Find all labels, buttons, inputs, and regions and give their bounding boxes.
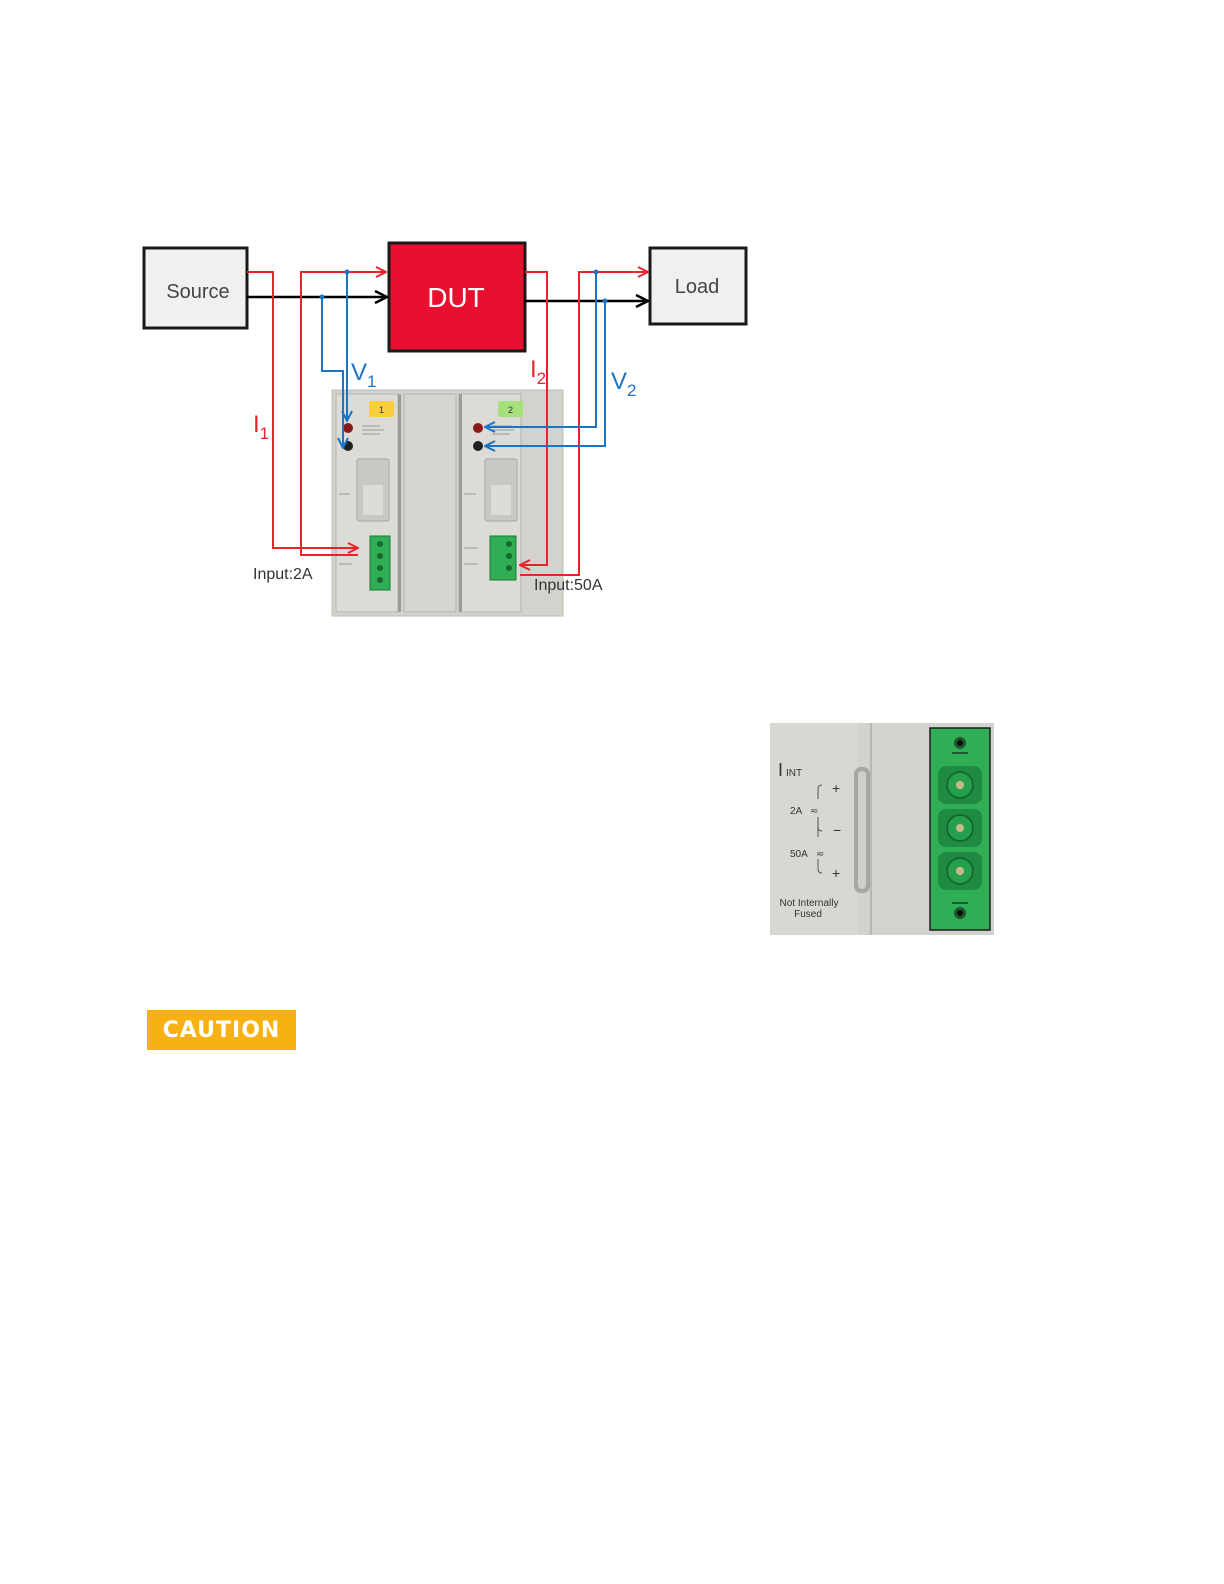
- terminal-screw-3: [938, 852, 982, 890]
- v1-label: V1: [351, 359, 376, 391]
- source-label: Source: [166, 281, 229, 303]
- v2-label: V2: [611, 368, 636, 400]
- terminal-block: [930, 728, 990, 930]
- terminal-screw-2: [938, 809, 982, 847]
- dut-block: DUT: [389, 243, 525, 351]
- channel-2-label: 2: [508, 405, 513, 415]
- plus-top-label: +: [832, 780, 840, 796]
- module-2-black-terminal: [473, 441, 483, 451]
- ac-dc-symbol-2a: ≂: [810, 806, 818, 817]
- module-1-black-terminal: [343, 441, 353, 451]
- range-2a-label: 2A: [790, 806, 803, 817]
- minus-label: −: [833, 822, 841, 838]
- i1-label: I1: [253, 411, 269, 443]
- load-label: Load: [675, 276, 720, 298]
- ac-dc-symbol-50a: ≂: [816, 849, 824, 860]
- load-block: Load: [650, 248, 746, 324]
- fuse-note-line2: Fused: [794, 909, 822, 920]
- module-1: 1: [336, 394, 401, 612]
- caution-badge: CAUTION: [147, 1010, 296, 1050]
- plus-bottom-label: +: [832, 865, 840, 881]
- module-1-red-terminal: [343, 423, 353, 433]
- module-2-red-terminal: [473, 423, 483, 433]
- channel-1-label: 1: [379, 405, 384, 415]
- range-50a-label: 50A: [790, 849, 808, 860]
- input-50a-label: Input:50A: [534, 577, 603, 594]
- terminal-screw-1: [938, 766, 982, 804]
- source-block: Source: [144, 248, 247, 328]
- dut-label: DUT: [427, 282, 485, 313]
- i2-label: I2: [530, 356, 546, 388]
- input-2a-label: Input:2A: [253, 566, 313, 583]
- fuse-note-line1: Not Internally: [780, 898, 839, 909]
- instrument-frame: 1 2: [332, 390, 563, 616]
